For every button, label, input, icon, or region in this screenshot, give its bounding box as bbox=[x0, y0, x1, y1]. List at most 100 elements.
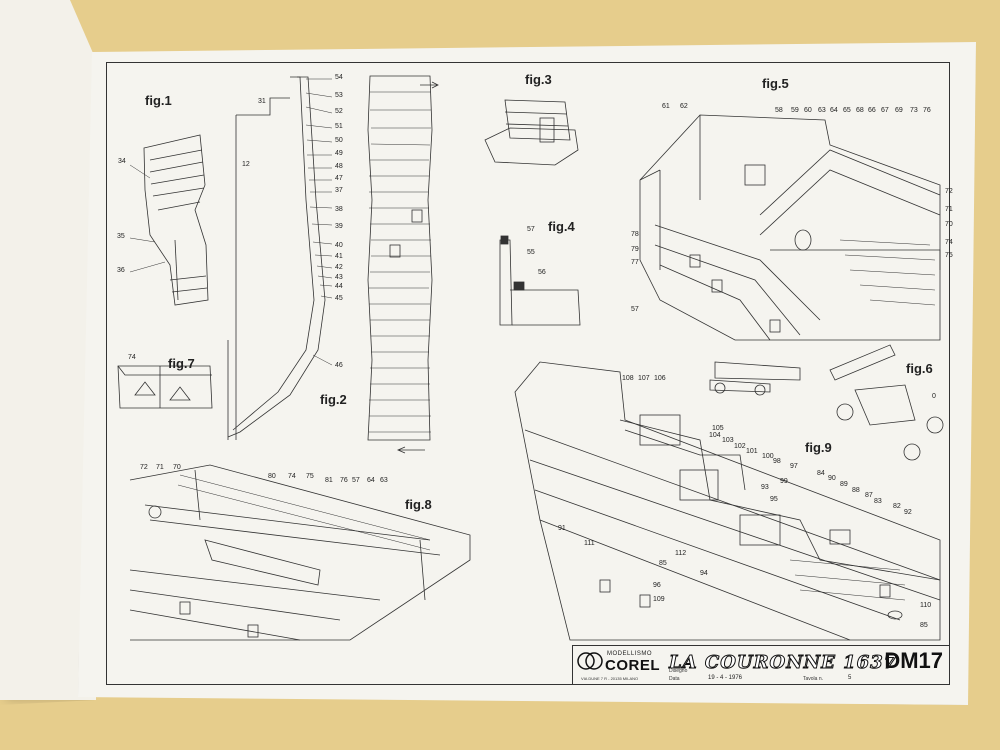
fig5-callout-62: 62 bbox=[680, 103, 688, 110]
fig9-callout-108: 108 bbox=[622, 375, 634, 382]
fig8-callout-57: 57 bbox=[352, 477, 360, 484]
fig9-callout-101: 101 bbox=[746, 448, 758, 455]
fig7-callout-74: 74 bbox=[128, 354, 136, 361]
fig9-callout-99: 99 bbox=[780, 478, 788, 485]
fig8-drawing bbox=[129, 464, 471, 641]
fig8-callout-64: 64 bbox=[367, 477, 375, 484]
fig9-callout-102: 102 bbox=[734, 443, 746, 450]
fig9-callout-82: 82 bbox=[893, 503, 901, 510]
left-page-edge bbox=[0, 0, 96, 700]
fig9-callout-85: 85 bbox=[659, 560, 667, 567]
fig2-drawing bbox=[227, 76, 333, 440]
fig2-callout-45: 45 bbox=[335, 295, 343, 302]
fig9-callout-95: 95 bbox=[770, 496, 778, 503]
fig9-callout-111: 111 bbox=[584, 540, 595, 547]
fig9-callout-110: 110 bbox=[920, 602, 931, 609]
fig1-callout-35: 35 bbox=[117, 233, 125, 240]
fig9-callout-107: 107 bbox=[638, 375, 650, 382]
disegno-label: Disegno bbox=[669, 668, 688, 674]
fig8-callout-81: 81 bbox=[325, 477, 333, 484]
fig9-callout-98: 98 bbox=[773, 458, 781, 465]
fig5-callout-70: 70 bbox=[945, 221, 953, 228]
fig9-drawing bbox=[514, 361, 941, 641]
fig6-callout-0: 0 bbox=[932, 393, 936, 400]
fig8-callout-80: 80 bbox=[268, 473, 276, 480]
fig4-callout-55: 55 bbox=[527, 249, 535, 256]
fig2-callout-37: 37 bbox=[335, 187, 343, 194]
fig5-callout-65: 65 bbox=[843, 107, 851, 114]
fig2-callout-38: 38 bbox=[335, 206, 343, 213]
fig8-callout-74: 74 bbox=[288, 473, 296, 480]
fig4-callout-56: 56 bbox=[538, 269, 546, 276]
fig4-caption: fig.4 bbox=[548, 219, 575, 234]
fig3-drawing bbox=[484, 99, 579, 166]
fig9-callout-103: 103 bbox=[722, 437, 734, 444]
fig5-callout-72: 72 bbox=[945, 188, 953, 195]
tavola-value: 5 bbox=[848, 675, 852, 681]
drawing-frame bbox=[106, 62, 950, 685]
fig5-callout-59: 59 bbox=[791, 107, 799, 114]
corel-logo: MODELLISMO COREL VIA DUNE 7 R - 20135 MI… bbox=[577, 649, 663, 681]
model-title: LA COURONNE 1637 bbox=[668, 652, 898, 674]
fig9-callout-105: 105 bbox=[712, 425, 724, 432]
fig5-callout-78: 78 bbox=[631, 231, 639, 238]
fig9-callout-92: 92 bbox=[904, 509, 912, 516]
fig9-callout-91: 91 bbox=[558, 525, 566, 532]
fig8-callout-70: 70 bbox=[173, 464, 181, 471]
fig5-callout-60: 60 bbox=[804, 107, 812, 114]
fig5-callout-58: 58 bbox=[775, 107, 783, 114]
fig9-callout-88: 88 bbox=[852, 487, 860, 494]
brand-small: MODELLISMO bbox=[607, 651, 653, 657]
fig1-caption: fig.1 bbox=[145, 93, 172, 108]
fig5-callout-76: 76 bbox=[923, 107, 931, 114]
fig2-callout-48: 48 bbox=[335, 163, 343, 170]
fig1-callout-34: 34 bbox=[118, 158, 126, 165]
fig9-callout-106: 106 bbox=[654, 375, 666, 382]
fig2-caption: fig.2 bbox=[320, 392, 347, 407]
brand-name: COREL bbox=[605, 657, 660, 674]
fig6-drawing bbox=[709, 344, 944, 461]
fig1-drawing bbox=[129, 134, 209, 306]
fig5-callout-74: 74 bbox=[945, 239, 953, 246]
fig2-callout-52: 52 bbox=[335, 108, 343, 115]
fig5-callout-75: 75 bbox=[945, 252, 953, 259]
fig5-callout-79: 79 bbox=[631, 246, 639, 253]
fig9-callout-83: 83 bbox=[874, 498, 882, 505]
fig5-caption: fig.5 bbox=[762, 76, 789, 91]
tavola-label: Tavola n. bbox=[803, 676, 824, 682]
fig5-callout-73: 73 bbox=[910, 107, 918, 114]
fig9-callout-94: 94 bbox=[700, 570, 708, 577]
fig2-callout-31: 31 bbox=[258, 98, 266, 105]
fig4-callout-57: 57 bbox=[527, 226, 535, 233]
fig9-callout-96: 96 bbox=[653, 582, 661, 589]
fig9-callout-112: 112 bbox=[675, 550, 686, 557]
fig2-callout-12: 12 bbox=[242, 161, 250, 168]
fig2-callout-51: 51 bbox=[335, 123, 343, 130]
fig5-callout-61: 61 bbox=[662, 103, 670, 110]
plan-code: DM17 bbox=[884, 648, 943, 673]
fig5-callout-67: 67 bbox=[881, 107, 889, 114]
fig8-callout-72: 72 bbox=[140, 464, 148, 471]
fig9-callout-90: 90 bbox=[828, 475, 836, 482]
fig2-callout-54: 54 bbox=[335, 74, 343, 81]
data-value: 19 - 4 - 1976 bbox=[708, 675, 743, 681]
logo-emblem-icon bbox=[577, 652, 603, 670]
data-label: Data bbox=[669, 676, 680, 682]
fig2-callout-43: 43 bbox=[335, 274, 343, 281]
fig2-callout-46: 46 bbox=[335, 362, 343, 369]
fig2-callout-49: 49 bbox=[335, 150, 343, 157]
fig5-callout-66: 66 bbox=[868, 107, 876, 114]
fig9-callout-97: 97 bbox=[790, 463, 798, 470]
fig5-callout-77: 77 bbox=[631, 259, 639, 266]
fig5-callout-69: 69 bbox=[895, 107, 903, 114]
fig1-callout-36: 36 bbox=[117, 267, 125, 274]
brand-address: VIA DUNE 7 R - 20135 MILANO bbox=[581, 676, 639, 681]
fig2-callout-42: 42 bbox=[335, 264, 343, 271]
fig8-caption: fig.8 bbox=[405, 497, 432, 512]
fig2-callout-40: 40 bbox=[335, 242, 343, 249]
fig2-callout-41: 41 bbox=[335, 253, 343, 260]
planking-strip bbox=[367, 75, 439, 454]
fig3-caption: fig.3 bbox=[525, 72, 552, 87]
fig5-callout-57: 57 bbox=[631, 306, 639, 313]
